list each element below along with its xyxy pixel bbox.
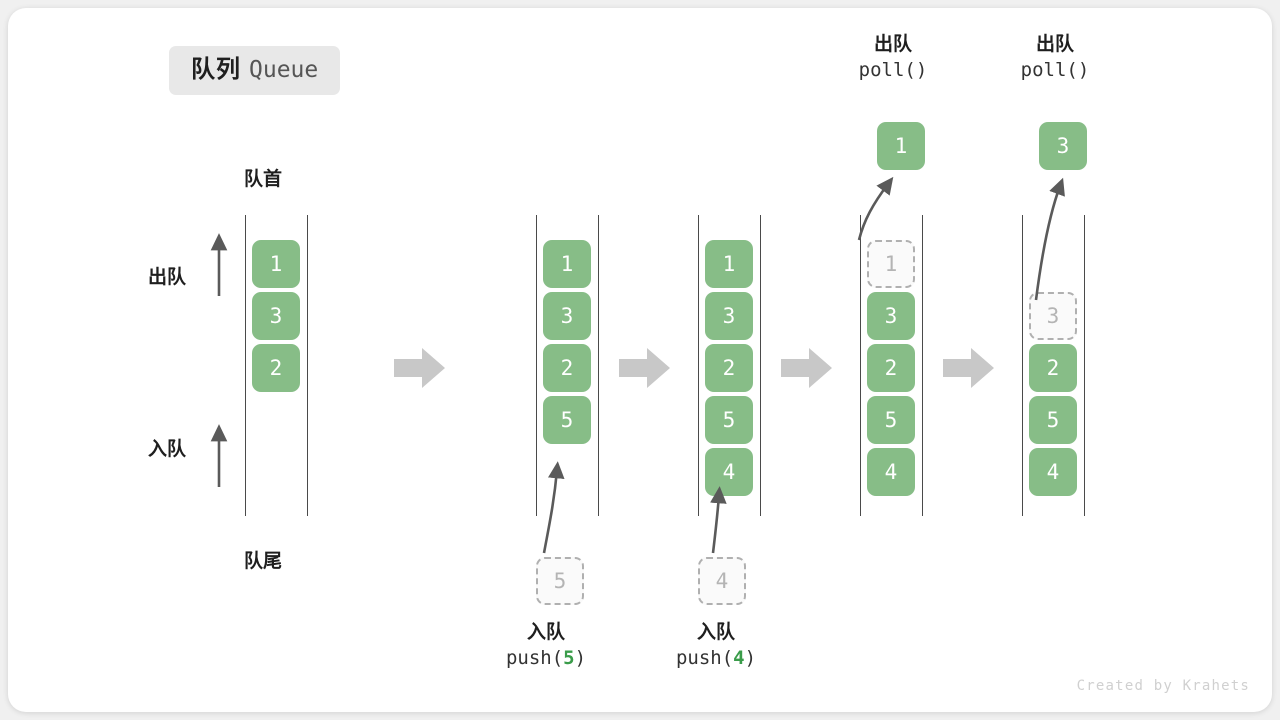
queue-rail-right bbox=[760, 215, 761, 516]
queue-cell: 3 bbox=[705, 292, 753, 340]
operation-cn-push-5: 入队 bbox=[526, 622, 565, 643]
queue-cell: 3 bbox=[543, 292, 591, 340]
queue-cell: 2 bbox=[1029, 344, 1077, 392]
push-5-prefix: push( bbox=[505, 646, 564, 669]
poll-1-suffix: ) bbox=[915, 58, 928, 81]
push-4-prefix: push( bbox=[675, 646, 734, 669]
queue-rail-left bbox=[536, 215, 537, 516]
queue-cell: 4 bbox=[1029, 448, 1077, 496]
queue-cell: 2 bbox=[867, 344, 915, 392]
queue-cell: 5 bbox=[705, 396, 753, 444]
queue-cell: 2 bbox=[543, 344, 591, 392]
operation-caption-poll-3: 出队 poll() bbox=[955, 33, 1155, 82]
operation-call-push-5: push(5) bbox=[446, 646, 646, 671]
queue-cell: 5 bbox=[1029, 396, 1077, 444]
operation-cn-push-4: 入队 bbox=[696, 622, 735, 643]
queue-cell-ghost: 1 bbox=[867, 240, 915, 288]
operation-cn-poll-3: 出队 bbox=[1035, 34, 1074, 55]
diagram-title-en: Queue bbox=[249, 57, 319, 83]
queue-cell: 1 bbox=[543, 240, 591, 288]
popped-element: 3 bbox=[1039, 122, 1087, 170]
operation-caption-push-5: 入队 push(5) bbox=[446, 621, 646, 670]
queue-cell: 2 bbox=[705, 344, 753, 392]
incoming-element-ghost: 4 bbox=[698, 557, 746, 605]
watermark: Created by Krahets bbox=[1076, 678, 1250, 694]
push-4-arg: 4 bbox=[733, 646, 745, 669]
push-4-arrow bbox=[710, 486, 727, 554]
poll-3-arrow bbox=[1034, 177, 1065, 301]
operation-caption-poll-1: 出队 poll() bbox=[793, 33, 993, 82]
rear-label: 队尾 bbox=[244, 551, 283, 572]
operation-call-push-4: push(4) bbox=[616, 646, 816, 671]
diagram-title-chip: 队列 Queue bbox=[169, 46, 341, 95]
queue-rail-left bbox=[698, 215, 699, 516]
front-label: 队首 bbox=[244, 169, 283, 190]
queue-rail-right bbox=[307, 215, 308, 516]
operation-call-poll-1: poll() bbox=[793, 58, 993, 83]
poll-3-suffix: ) bbox=[1077, 58, 1090, 81]
queue-cell: 1 bbox=[252, 240, 300, 288]
queue-rail-left bbox=[1022, 215, 1023, 516]
queue-cell: 5 bbox=[867, 396, 915, 444]
operation-call-poll-3: poll() bbox=[955, 58, 1155, 83]
dequeue-direction-label: 出队 bbox=[148, 267, 187, 288]
queue-cell: 5 bbox=[543, 396, 591, 444]
queue-rail-right bbox=[1084, 215, 1085, 516]
queue-cell: 4 bbox=[705, 448, 753, 496]
step-arrow-4 bbox=[943, 346, 995, 390]
queue-cell: 3 bbox=[867, 292, 915, 340]
push-5-arrow bbox=[542, 461, 565, 554]
push-4-suffix: ) bbox=[744, 646, 757, 669]
queue-rail-right bbox=[922, 215, 923, 516]
queue-cell: 1 bbox=[705, 240, 753, 288]
queue-cell-ghost: 3 bbox=[1029, 292, 1077, 340]
poll-1-prefix: poll( bbox=[858, 58, 916, 81]
operation-caption-push-4: 入队 push(4) bbox=[616, 621, 816, 670]
popped-element: 1 bbox=[877, 122, 925, 170]
step-arrow-3 bbox=[781, 346, 833, 390]
push-5-suffix: ) bbox=[574, 646, 587, 669]
operation-cn-poll-1: 出队 bbox=[873, 34, 912, 55]
queue-rail-left bbox=[860, 215, 861, 516]
enqueue-direction-label: 入队 bbox=[148, 439, 187, 460]
push-5-arg: 5 bbox=[563, 646, 575, 669]
queue-cell: 3 bbox=[252, 292, 300, 340]
poll-1-arrow bbox=[857, 176, 894, 241]
poll-3-prefix: poll( bbox=[1020, 58, 1078, 81]
diagram-title-cn: 队列 bbox=[191, 56, 241, 83]
queue-rail-left bbox=[245, 215, 246, 516]
queue-cell: 2 bbox=[252, 344, 300, 392]
queue-rail-right bbox=[598, 215, 599, 516]
queue-cell: 4 bbox=[867, 448, 915, 496]
step-arrow-1 bbox=[394, 346, 446, 390]
step-arrow-2 bbox=[619, 346, 671, 390]
incoming-element-ghost: 5 bbox=[536, 557, 584, 605]
